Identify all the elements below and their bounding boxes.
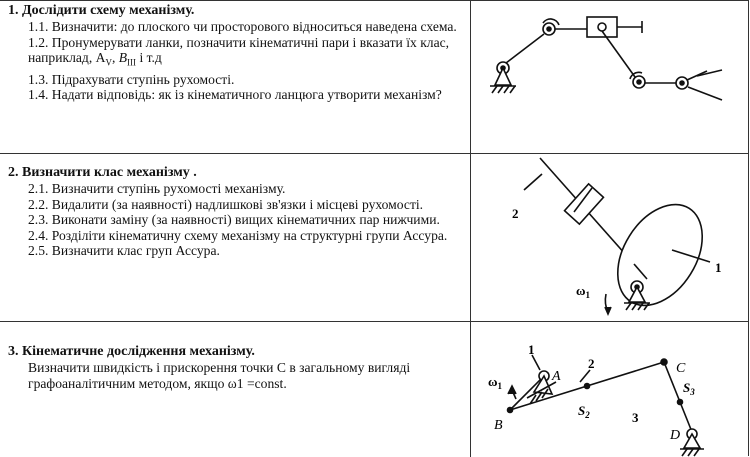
section-title-2: 2. Визначити клас механізму . — [8, 165, 197, 180]
fig3-s3: S3 — [683, 380, 695, 397]
section-title-3: 3. Кінематичне дослідження механізму. — [8, 344, 255, 359]
fig3-label-1: 1 — [528, 342, 535, 357]
task-row-1: 1. Дослідити схему механізму. 1.1. Визна… — [0, 0, 749, 154]
figure-3-svg: 1 2 3 A B C D S2 S3 ω1 — [488, 342, 704, 457]
task-row-2: 2. Визначити клас механізму . 2.1. Визна… — [0, 153, 749, 322]
fig3-s2: S2 — [578, 403, 590, 420]
fig3-point-a: A — [551, 369, 561, 384]
fig2-omega: ω1 — [576, 283, 591, 300]
fig3-point-c: C — [676, 361, 686, 376]
fig3-label-2: 2 — [588, 356, 595, 371]
fig2-label-2: 2 — [512, 206, 519, 221]
item-1-1: 1.1. Визначити: до плоского чи просторов… — [28, 19, 457, 34]
fig3-point-d: D — [669, 428, 680, 443]
fig3-point-b: B — [494, 418, 503, 433]
item-3-1: Визначити швидкість і прискорення точки … — [28, 360, 411, 391]
task-row-3: 3. Кінематичне дослідження механізму. Ви… — [0, 321, 749, 457]
figure-1-mechanism — [472, 1, 749, 154]
section-title-1: 1. Дослідити схему механізму. — [8, 3, 195, 18]
task-text-2: 2. Визначити клас механізму . 2.1. Визна… — [0, 154, 471, 322]
item-2-2: 2.2. Видалити (за наявності) надлишкові … — [28, 196, 424, 212]
item-2-3: 2.3. Виконати заміну (за наявності) вищи… — [28, 212, 440, 228]
fig2-label-1: 1 — [715, 260, 722, 275]
task-text-3: 3. Кінематичне дослідження механізму. Ви… — [0, 322, 471, 457]
figure-3-linkage: 1 2 3 A B C D S2 S3 ω1 — [472, 322, 749, 457]
figure-1-svg — [490, 16, 723, 101]
item-1-2: 1.2. Пронумерувати ланки, позначити кіне… — [28, 34, 450, 68]
item-2-1: 2.1. Визначити ступінь рухомості механіз… — [28, 181, 286, 196]
fig3-omega: ω1 — [488, 374, 503, 391]
figure-2-svg: 2 1 ω1 — [512, 157, 722, 317]
task-text-1: 1. Дослідити схему механізму. 1.1. Визна… — [0, 1, 471, 154]
item-1-3: 1.3. Підрахувати ступінь рухомості. — [28, 71, 235, 87]
item-1-4: 1.4. Надати відповідь: як із кінематично… — [28, 87, 442, 103]
figure-2-cam-mechanism: 2 1 ω1 — [472, 154, 749, 322]
table-right-border — [748, 0, 749, 456]
item-2-4: 2.4. Розділіти кінематичну схему механіз… — [28, 227, 448, 243]
item-2-5: 2.5. Визначити клас груп Ассура. — [28, 243, 220, 259]
fig3-label-3: 3 — [632, 410, 639, 425]
